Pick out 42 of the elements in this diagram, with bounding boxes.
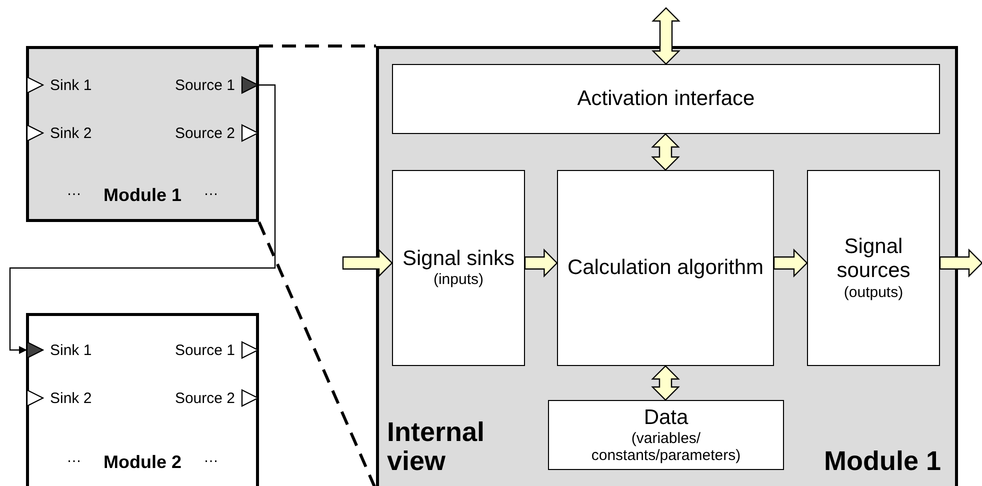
connector-line bbox=[9, 84, 276, 354]
block-arrow bbox=[939, 248, 982, 278]
panel-title: Internal view bbox=[387, 418, 486, 475]
box-text: (inputs) bbox=[433, 271, 484, 289]
port-label: Source 2 bbox=[174, 124, 235, 142]
process-box bbox=[392, 170, 525, 366]
process-box bbox=[557, 170, 774, 366]
port-label: Sink 1 bbox=[50, 76, 92, 94]
dashed-zoom-line bbox=[258, 221, 378, 486]
box-text: (outputs) bbox=[844, 284, 904, 301]
port-label: Source 1 bbox=[174, 76, 235, 94]
box-text: Data bbox=[644, 406, 688, 430]
port-label: Source 1 bbox=[174, 342, 235, 358]
box-text: Activation interface bbox=[577, 86, 755, 112]
box-text: Signal sinks bbox=[402, 247, 515, 272]
process-box bbox=[548, 400, 784, 470]
module-title: … bbox=[66, 449, 82, 466]
process-box bbox=[392, 64, 940, 134]
block-arrow bbox=[651, 365, 680, 401]
module-title: Module 1 bbox=[103, 185, 182, 206]
block-arrow bbox=[773, 248, 808, 278]
dashed-zoom-line bbox=[259, 44, 376, 48]
port-label: Sink 1 bbox=[50, 342, 92, 358]
port-label: Sink 2 bbox=[50, 124, 92, 142]
module-title: … bbox=[66, 182, 82, 199]
block-arrow bbox=[524, 248, 558, 278]
module-box bbox=[26, 46, 259, 222]
block-arrow bbox=[342, 248, 393, 278]
panel-title: Module 1 bbox=[824, 446, 941, 475]
module-title: … bbox=[204, 449, 218, 466]
module-title: Module 2 bbox=[103, 452, 182, 473]
internal-view-panel bbox=[376, 46, 958, 486]
module-box bbox=[26, 313, 259, 486]
box-text: (variables/ constants/parameters) bbox=[590, 430, 742, 464]
block-arrow bbox=[651, 133, 680, 171]
process-box bbox=[807, 170, 940, 366]
module-title: … bbox=[204, 182, 218, 199]
block-arrow bbox=[652, 7, 680, 65]
box-text: Signal sources bbox=[836, 235, 912, 284]
port-label: Source 2 bbox=[174, 390, 235, 406]
box-text: Calculation algorithm bbox=[567, 256, 764, 280]
port-label: Sink 2 bbox=[50, 390, 92, 406]
